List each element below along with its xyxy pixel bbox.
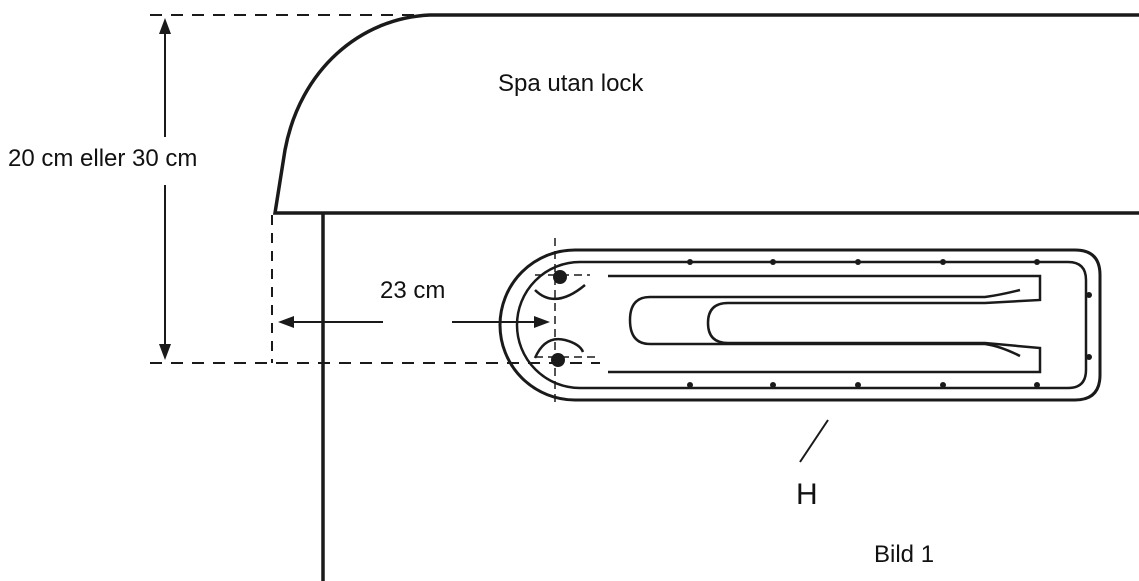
terminal-top (553, 270, 567, 284)
width-arrow-left (278, 316, 294, 328)
diagram-title: Spa utan lock (498, 70, 644, 97)
spa-rim-outline (272, 13, 1139, 215)
part-label: H (796, 478, 818, 511)
screw (855, 259, 861, 265)
heating-element-channel (628, 288, 1021, 358)
width-arrow-right (534, 316, 550, 328)
height-dimension-label: 20 cm eller 30 cm (8, 145, 198, 172)
terminal-bottom-arc (533, 337, 585, 359)
heater-panel-outer (498, 248, 1102, 402)
screw (855, 382, 861, 388)
screw (1086, 292, 1092, 298)
height-arrow-top (159, 18, 171, 34)
figure-label: Bild 1 (874, 541, 935, 568)
screw (1086, 354, 1092, 360)
heater-panel-inner (515, 260, 1088, 390)
screw (940, 382, 946, 388)
terminal-top-arc (534, 284, 586, 300)
screw (687, 259, 693, 265)
part-leader-line (799, 419, 829, 463)
screw (687, 382, 693, 388)
mounting-screws (687, 259, 1092, 388)
screw (770, 382, 776, 388)
height-arrow-bottom (159, 344, 171, 360)
screw (1034, 259, 1040, 265)
terminal-bottom (551, 353, 565, 367)
screw (940, 259, 946, 265)
width-dimension-label: 23 cm (380, 277, 446, 304)
heating-element-loop (608, 274, 1042, 374)
screw (770, 259, 776, 265)
screw (1034, 382, 1040, 388)
